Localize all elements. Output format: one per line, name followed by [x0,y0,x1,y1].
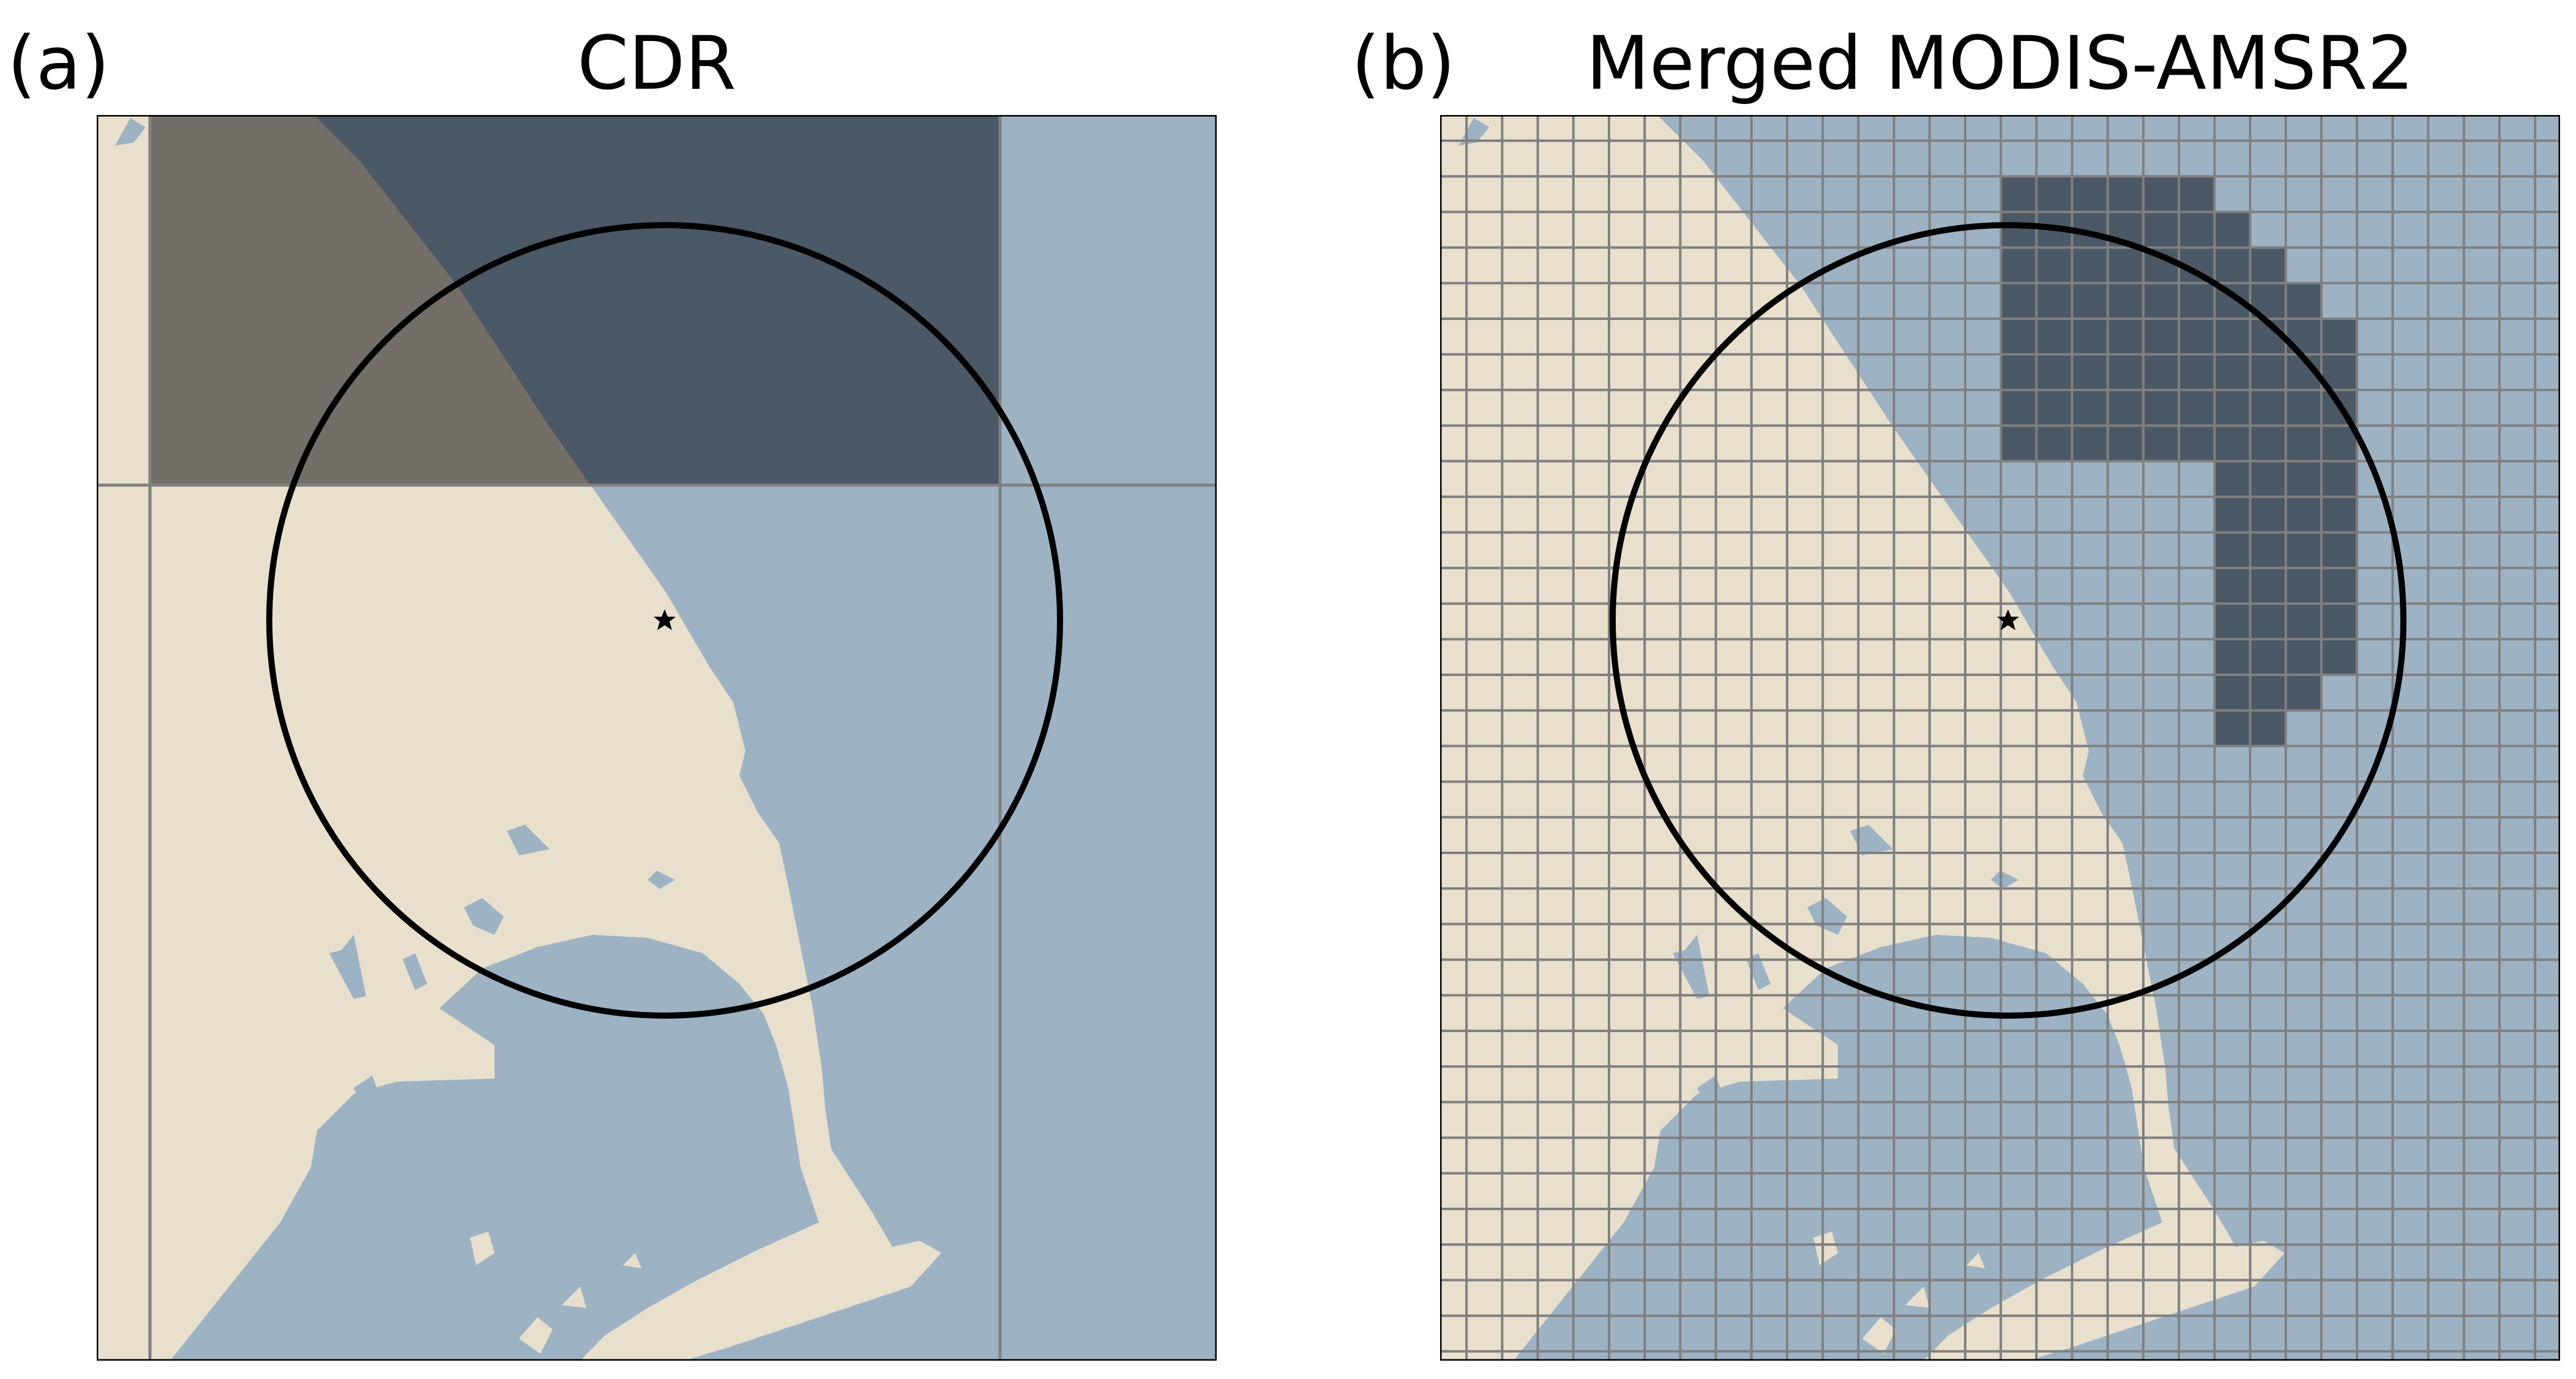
cdr-grid-lines [97,115,1217,1361]
panel-a-label: (a) [7,21,110,106]
merged-map-content [1440,115,2560,1361]
sea-ice-pixel-block [2214,675,2321,711]
panel-a-title: CDR [577,21,736,106]
sea-ice-cell [150,115,1000,485]
sea-ice-pixel-block [2001,283,2321,319]
radius-circle [1610,222,2406,1019]
star-icon [1997,609,2019,630]
radius-circle [266,222,1063,1019]
cdr-map-content [97,115,1217,1361]
panel-b-title: Merged MODIS-AMSR2 [1586,21,2414,106]
star-icon [654,609,676,630]
map-panel-cdr [97,115,1217,1361]
fine-grid-lines [1440,115,2560,1361]
panel-b-label: (b) [1351,21,1455,106]
map-panel-merged [1440,115,2560,1361]
